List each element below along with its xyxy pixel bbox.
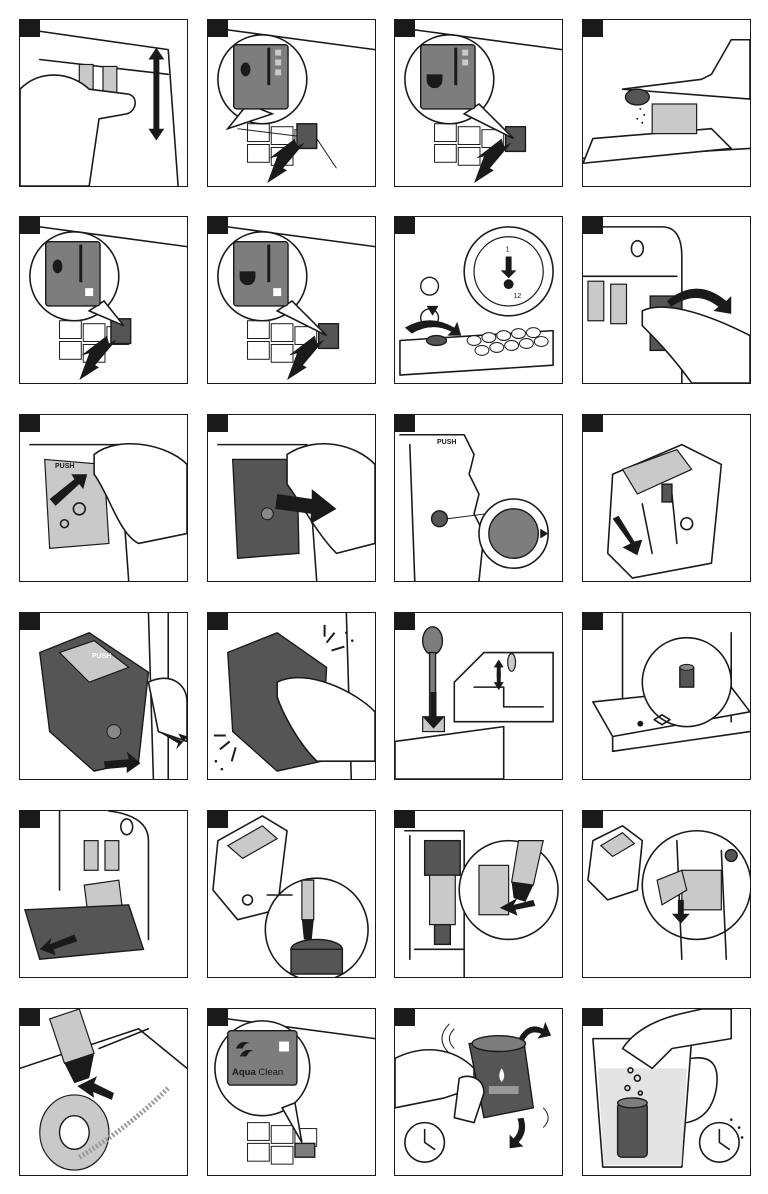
illustration-press-strength-setting [20,217,187,383]
panel-20 [582,810,751,978]
panel-4 [582,19,751,187]
illustration-lubricate-rails [395,811,562,977]
panel-16 [582,612,751,780]
panel-14 [207,612,376,780]
panel-9: PUSH [19,414,188,582]
panel-8 [582,216,751,384]
illustration-push-release [20,415,187,581]
panel-17 [19,810,188,978]
panel-7: 1 12 [394,216,563,384]
panel-13: PUSH [19,612,188,780]
panel-12 [582,414,751,582]
illustration-soak-filter [583,1009,750,1175]
illustration-press-strength-button [208,20,375,186]
illustration-press-quantity-button [395,20,562,186]
illustration-apply-grease [583,811,750,977]
illustration-brew-group-indicator [395,415,562,581]
illustration-spoon-ground-coffee [583,20,750,186]
illustration-brew-group-lever [583,415,750,581]
panel-3 [394,19,563,187]
aqua-brand-strong: Aqua [232,1067,256,1078]
illustration-open-service-door [583,217,750,383]
illustration-drip-tray [583,613,750,779]
illustration-grease-shaft [20,1009,187,1175]
panel-22: Aqua Clean [207,1008,376,1176]
panel-23 [394,1008,563,1176]
illustration-remove-drip-tray [20,811,187,977]
panel-1 [19,19,188,187]
dial-label-1: 1 [506,247,510,254]
illustration-press-quantity-setting [208,217,375,383]
aqua-brand-light: Clean [258,1067,283,1078]
illustration-pull-coffee-outlet [20,20,187,186]
panel-21 [19,1008,188,1176]
illustration-shake-filter [395,1009,562,1175]
illustration-clean-funnel [395,613,562,779]
panel-15 [394,612,563,780]
panel-2 [207,19,376,187]
panel-6 [207,216,376,384]
panel-19 [394,810,563,978]
panel-24 [582,1008,751,1176]
illustration-lubricate-piston [208,811,375,977]
push-label: PUSH [437,439,456,446]
panel-11: PUSH [394,414,563,582]
illustration-pull-brew-group [208,415,375,581]
illustration-brew-group-click [208,613,375,779]
panel-5 [19,216,188,384]
aqua-clean-label: Aqua Clean [232,1067,283,1078]
illustration-grinder-dial: 1 12 [395,217,562,383]
push-label: PUSH [92,653,111,660]
panel-10 [207,414,376,582]
illustration-aquaclean-display [208,1009,375,1175]
push-label: PUSH [55,463,74,470]
dial-label-12: 12 [514,293,522,300]
panel-18 [207,810,376,978]
illustration-insert-brew-group [20,613,187,779]
